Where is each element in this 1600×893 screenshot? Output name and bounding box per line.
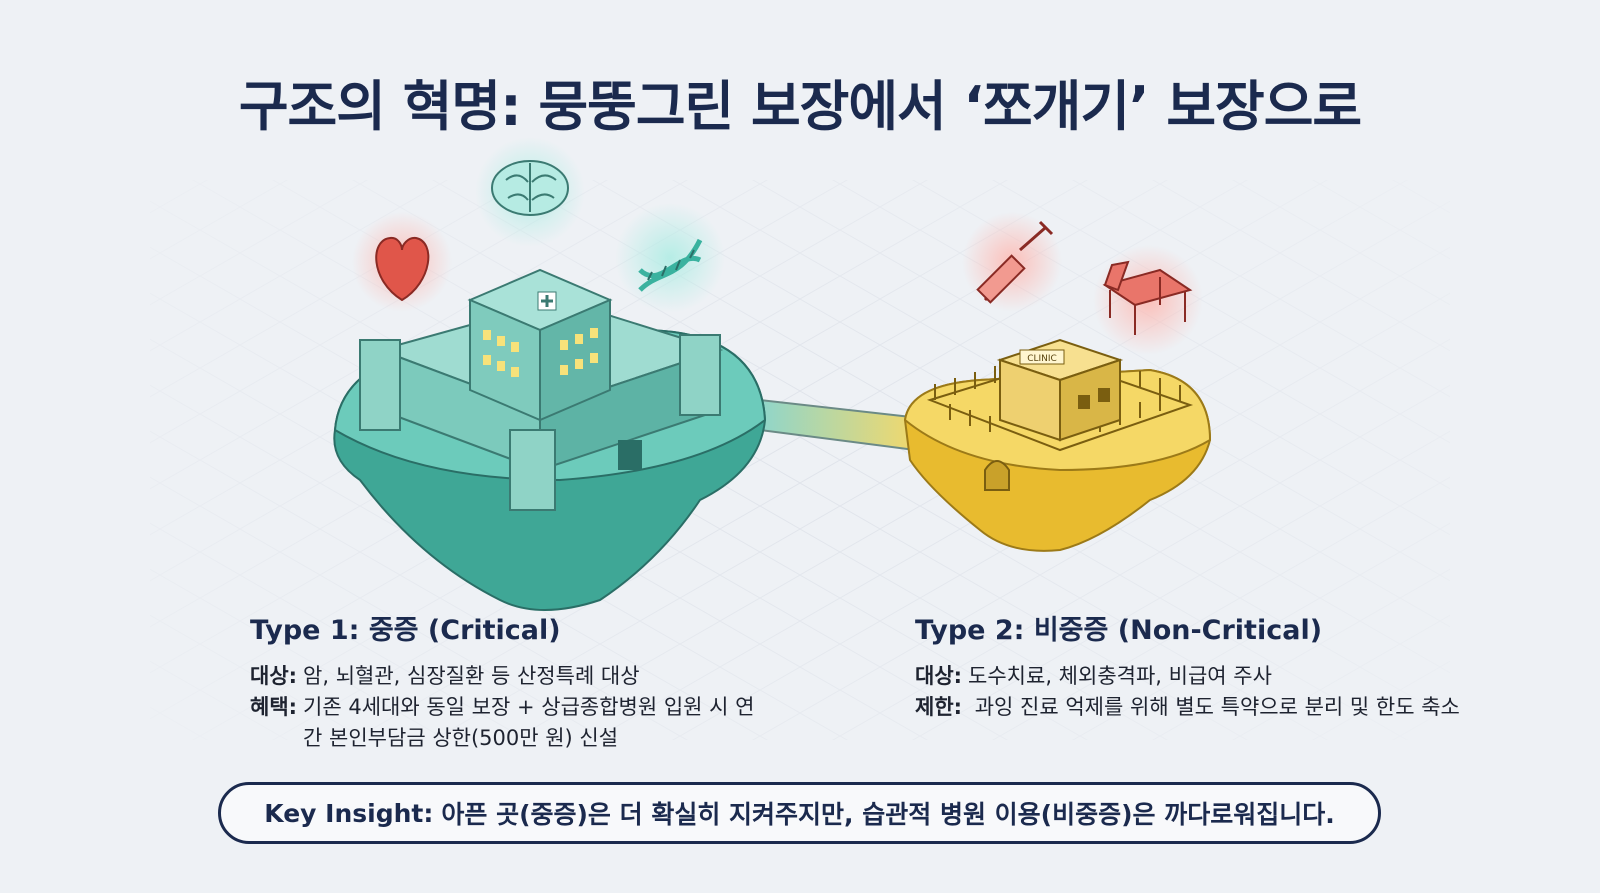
type2-target-row: 대상: 도수치료, 체외충격파, 비급여 주사 <box>915 661 1475 692</box>
type1-benefit-label: 혜택: <box>250 695 298 719</box>
key-insight-prefix: Key Insight: <box>264 798 434 828</box>
clinic-sign: CLINIC <box>1027 354 1057 364</box>
type1-benefit-value: 기존 4세대와 동일 보장 + 상급종합병원 입원 시 연간 본인부담금 상한(… <box>303 695 755 750</box>
type2-panel: Type 2: 비중증 (Non-Critical) 대상: 도수치료, 체외충… <box>915 608 1475 723</box>
type2-limit-value: 과잉 진료 억제를 위해 별도 특약으로 분리 및 한도 축소 <box>974 695 1460 719</box>
type2-target-label: 대상: <box>915 664 963 688</box>
heart-icon <box>352 212 452 312</box>
type1-title: Type 1: 중증 (Critical) <box>250 615 561 646</box>
syringe-icon <box>962 212 1062 312</box>
type1-target-row: 대상: 암, 뇌혈관, 심장질환 등 산정특례 대상 <box>250 661 810 692</box>
type1-panel: Type 1: 중증 (Critical) 대상: 암, 뇌혈관, 심장질환 등… <box>250 608 810 754</box>
type1-target-value: 암, 뇌혈관, 심장질환 등 산정특례 대상 <box>303 664 640 688</box>
page-title: 구조의 혁명: 뭉뚱그린 보장에서 ‘쪼개기’ 보장으로 <box>238 75 1362 138</box>
key-insight-text: 아픈 곳(중증)은 더 확실히 지켜주지만, 습관적 병원 이용(비중증)은 까… <box>441 800 1335 829</box>
critical-island <box>333 268 767 611</box>
dna-icon <box>615 203 725 313</box>
brain-icon <box>475 137 585 247</box>
type2-limit-label: 제한: <box>915 695 963 719</box>
type1-target-label: 대상: <box>250 664 298 688</box>
key-insight-banner: Key Insight: 아픈 곳(중증)은 더 확실히 지켜주지만, 습관적 … <box>218 782 1381 844</box>
bridge <box>759 398 922 452</box>
non-critical-island: CLINIC <box>903 338 1212 552</box>
type1-benefit-row: 혜택: 기존 4세대와 동일 보장 + 상급종합병원 입원 시 연간 본인부담금… <box>250 692 810 754</box>
type2-target-value: 도수치료, 체외충격파, 비급여 주사 <box>968 664 1272 688</box>
treatment-bed-icon <box>1093 245 1203 355</box>
type2-limit-row: 제한: 과잉 진료 억제를 위해 별도 특약으로 분리 및 한도 축소 <box>915 692 1475 723</box>
type2-title: Type 2: 비중증 (Non-Critical) <box>915 615 1323 646</box>
